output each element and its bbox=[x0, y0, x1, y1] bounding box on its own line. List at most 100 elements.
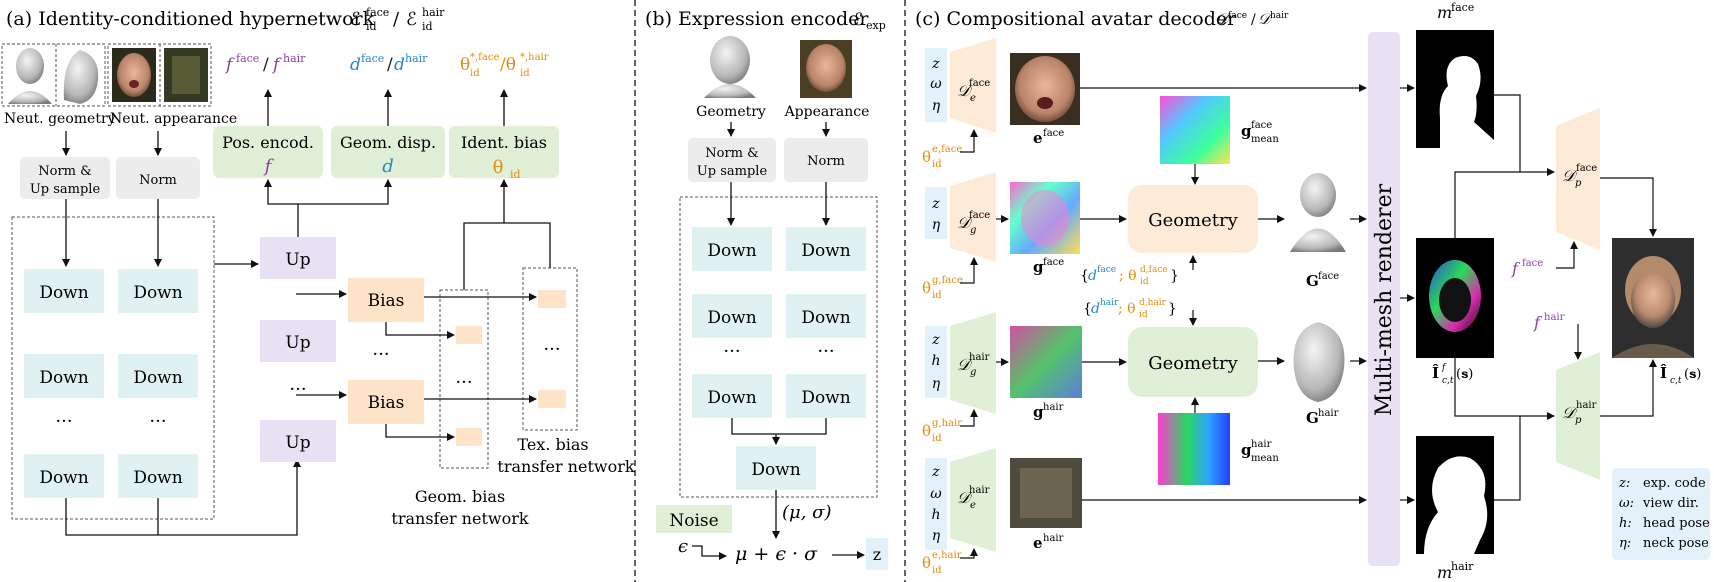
svg-text:Down: Down bbox=[751, 460, 800, 480]
svg-text:hair: hair bbox=[1544, 312, 1565, 323]
panel-c-title: (c) Compositional avatar decoder bbox=[915, 8, 1237, 30]
svg-text:Geom. disp.: Geom. disp. bbox=[340, 133, 436, 152]
svg-text:f: f bbox=[224, 55, 235, 75]
svg-text:G: G bbox=[1306, 272, 1319, 290]
svg-text:/: / bbox=[263, 55, 269, 75]
svg-text:𝒟: 𝒟 bbox=[957, 488, 973, 507]
expression-geometry-image bbox=[704, 36, 756, 98]
svg-text:θ: θ bbox=[922, 554, 931, 572]
svg-text:face: face bbox=[236, 52, 259, 65]
rendered-face-image bbox=[1416, 238, 1494, 358]
G-face-mesh-image bbox=[1290, 173, 1346, 252]
svg-text:view dir.: view dir. bbox=[1642, 496, 1699, 511]
e-face-texture-image bbox=[1010, 53, 1080, 125]
svg-text:d: d bbox=[1091, 301, 1100, 317]
svg-text:face: face bbox=[1251, 120, 1272, 131]
svg-text:z: z bbox=[931, 56, 940, 72]
svg-text:···: ··· bbox=[817, 341, 834, 362]
svg-text:hair: hair bbox=[1100, 298, 1119, 308]
svg-text:{: { bbox=[1080, 268, 1089, 284]
svg-text:mean: mean bbox=[1251, 134, 1279, 145]
decoder-p-hair: 𝒟 p hair bbox=[1556, 352, 1600, 480]
svg-text:exp. code: exp. code bbox=[1643, 476, 1706, 491]
panel-a-title-math: ℰ face id / ℰ hair id bbox=[350, 6, 445, 33]
svg-text:id: id bbox=[470, 68, 480, 79]
svg-text:hair: hair bbox=[1270, 11, 1289, 21]
svg-text:h: h bbox=[931, 353, 940, 369]
noise-box bbox=[656, 505, 732, 533]
geometry-box-hair bbox=[1128, 327, 1258, 397]
svg-text:hair: hair bbox=[969, 485, 990, 496]
svg-text:hair: hair bbox=[1576, 400, 1597, 411]
svg-text:id: id bbox=[932, 433, 942, 444]
svg-text:g: g bbox=[970, 225, 976, 236]
svg-text:hair: hair bbox=[422, 6, 445, 19]
svg-text:face: face bbox=[969, 210, 990, 221]
decoder-e-hair: 𝒟 e hair bbox=[950, 448, 996, 552]
down-block-a-col2: Down Down ··· Down bbox=[118, 269, 198, 498]
svg-text:Down: Down bbox=[801, 388, 850, 408]
svg-text:Down: Down bbox=[707, 241, 756, 261]
svg-text:z:: z: bbox=[1618, 476, 1630, 491]
svg-text:face: face bbox=[969, 78, 990, 89]
legend-box bbox=[1612, 468, 1710, 560]
svg-text:Down: Down bbox=[133, 468, 182, 488]
norm-upsample-box-b bbox=[688, 138, 776, 182]
svg-text:θ: θ bbox=[922, 148, 931, 166]
svg-text:Norm &: Norm & bbox=[38, 164, 91, 179]
svg-text:g: g bbox=[970, 367, 976, 378]
legend-items: z: exp. code ω: view dir. h: head pose η… bbox=[1618, 476, 1710, 551]
svg-text:hair: hair bbox=[1043, 533, 1064, 544]
norm-box-b bbox=[784, 138, 868, 182]
svg-text:Î: Î bbox=[1660, 364, 1667, 382]
svg-text:Down: Down bbox=[707, 308, 756, 328]
svg-text:d: d bbox=[1088, 268, 1097, 284]
svg-text:θ: θ bbox=[922, 422, 931, 440]
g-mean-face-image bbox=[1160, 96, 1230, 164]
svg-text:Up: Up bbox=[285, 333, 310, 353]
svg-text:}: } bbox=[1170, 268, 1179, 284]
svg-text:θ: θ bbox=[460, 55, 470, 75]
svg-text:Down: Down bbox=[707, 388, 756, 408]
m-hair-label: m hair bbox=[1437, 560, 1474, 582]
svg-text:ℰ: ℰ bbox=[853, 10, 863, 30]
svg-text:Geometry: Geometry bbox=[1148, 353, 1238, 374]
svg-text:g: g bbox=[1241, 441, 1252, 459]
svg-text:(𝐬): (𝐬) bbox=[1456, 367, 1473, 382]
panel-a-title: (a) Identity-conditioned hypernetwork bbox=[6, 8, 375, 30]
svg-text:g: g bbox=[1033, 258, 1044, 276]
svg-text:Up: Up bbox=[285, 433, 310, 453]
svg-text:d,hair: d,hair bbox=[1139, 298, 1167, 308]
svg-text:G: G bbox=[1306, 409, 1319, 427]
svg-text:𝒟: 𝒟 bbox=[1216, 10, 1231, 28]
svg-text:ω: ω bbox=[930, 486, 942, 502]
svg-text:g,face: g,face bbox=[932, 275, 963, 286]
svg-text:η: η bbox=[932, 376, 941, 392]
e-face-label: e face bbox=[1033, 128, 1064, 147]
svg-text:Geometry: Geometry bbox=[696, 104, 766, 120]
svg-text:hair: hair bbox=[1451, 560, 1474, 573]
ident-bias-box bbox=[449, 126, 559, 178]
svg-text:···: ··· bbox=[543, 339, 560, 360]
svg-text:e: e bbox=[1033, 129, 1043, 147]
svg-text:Down: Down bbox=[133, 283, 182, 303]
svg-text:e: e bbox=[1033, 534, 1043, 552]
input-strip-e-hair: z ω h η bbox=[925, 458, 947, 550]
svg-text:e,face: e,face bbox=[932, 144, 962, 155]
f-hair-input: f hair bbox=[1533, 312, 1565, 332]
bias-block-2 bbox=[348, 380, 424, 424]
svg-text:hair: hair bbox=[969, 352, 990, 363]
d-face-set: { d face ; θ d,face id } bbox=[1080, 265, 1179, 287]
svg-text:Down: Down bbox=[801, 308, 850, 328]
reparam-label: μ + ϵ · σ bbox=[735, 543, 818, 565]
svg-text:Down: Down bbox=[39, 368, 88, 388]
svg-text:θ: θ bbox=[922, 279, 931, 297]
input-strip-g-face: z η bbox=[925, 187, 947, 239]
theta-face-hair-label: θ *,face id /θ *,hair id bbox=[460, 52, 549, 79]
svg-text:e,hair: e,hair bbox=[932, 550, 962, 561]
svg-text:z: z bbox=[931, 332, 940, 348]
e-hair-texture-image bbox=[1010, 458, 1082, 528]
svg-text:*,hair: *,hair bbox=[520, 52, 549, 63]
svg-text:ω:: ω: bbox=[1619, 496, 1634, 511]
svg-text:f: f bbox=[271, 55, 282, 75]
